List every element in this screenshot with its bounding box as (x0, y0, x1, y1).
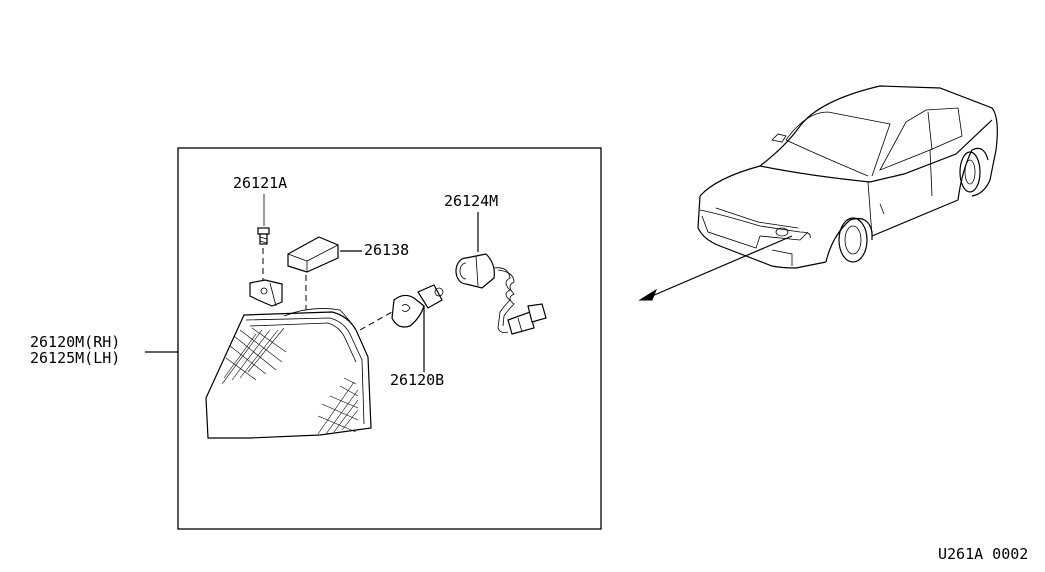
location-arrow (638, 235, 793, 301)
socket-part (455, 212, 547, 335)
bulb-part (359, 284, 444, 372)
lens-hatch-left (221, 327, 287, 385)
label-lamp-lh: 26125M(LH) (30, 349, 120, 367)
pad-part (287, 236, 362, 310)
label-lamp-rh: 26120M(RH) (30, 333, 120, 351)
figure-code: U261A 0002 (938, 545, 1028, 563)
bracket-part (249, 279, 283, 307)
label-bulb: 26120B (390, 371, 444, 389)
label-pad: 26138 (364, 241, 409, 259)
vehicle-outline (697, 85, 998, 269)
lamp-housing (205, 308, 372, 439)
lens-hatch-right (317, 377, 359, 435)
screw-part (257, 194, 270, 284)
detail-frame (177, 147, 602, 530)
label-socket: 26124M (444, 192, 498, 210)
label-screw: 26121A (233, 174, 287, 192)
